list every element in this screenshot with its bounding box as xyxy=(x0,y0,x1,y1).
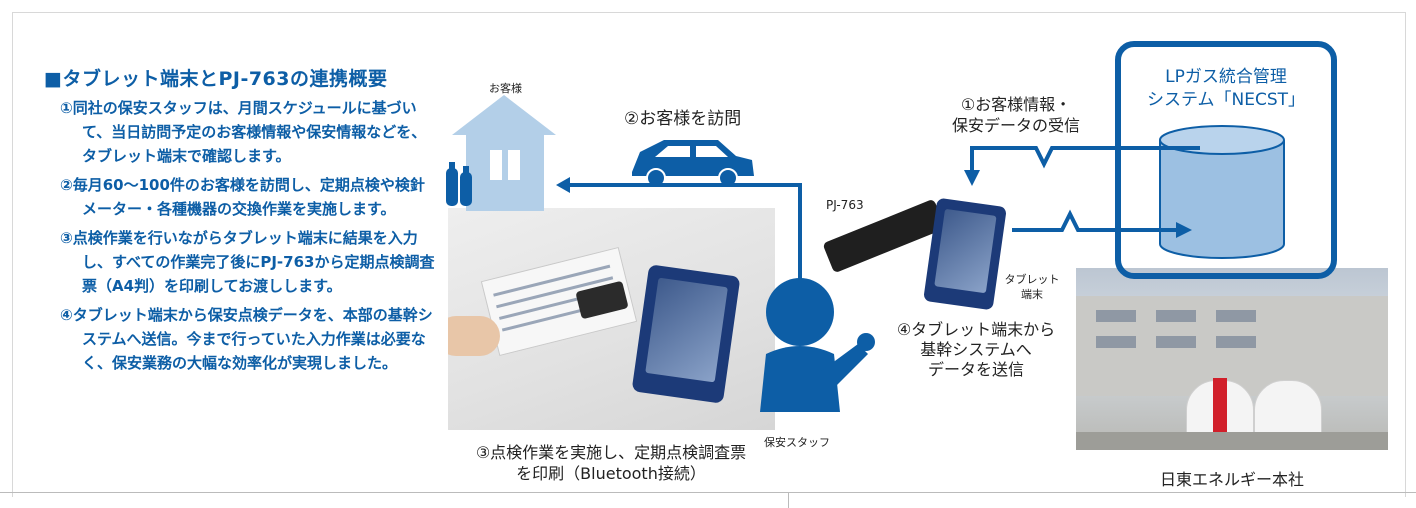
customer-label: お客様 xyxy=(489,82,522,95)
steps-list: ①同社の保安スタッフは、月間スケジュールに基づいて、当日訪問予定のお客様情報や保… xyxy=(60,96,436,380)
tablet-label: タブレット 端末 xyxy=(1000,272,1064,302)
receive-label: ①お客様情報・ 保安データの受信 xyxy=(936,94,1096,136)
tablet-label-line-1: タブレット xyxy=(1004,273,1060,286)
tank-stripe xyxy=(1213,378,1227,438)
headquarters-photo xyxy=(1076,268,1388,450)
printer-label: PJ-763 xyxy=(826,198,864,212)
send-label-line-1: ④タブレット端末から xyxy=(896,320,1056,339)
send-label-line-2: 基幹システムへ xyxy=(920,340,1032,359)
staff-label: 保安スタッフ xyxy=(764,436,830,449)
print-label-line-1: ③点検作業を実施し、定期点検調査票 xyxy=(475,443,747,462)
section-heading: ■タブレット端末とPJ-763の連携概要 xyxy=(44,64,388,91)
bottom-divider xyxy=(0,492,1416,493)
print-label: ③点検作業を実施し、定期点検調査票 を印刷（Bluetooth接続） xyxy=(451,442,771,484)
arrow-head xyxy=(964,170,980,186)
hq-label: 日東エネルギー本社 xyxy=(1159,470,1304,489)
tablet-label-line-2: 端末 xyxy=(1021,288,1043,301)
send-label-line-3: データを送信 xyxy=(927,360,1024,379)
print-label-line-2: を印刷（Bluetooth接続） xyxy=(516,464,706,483)
send-label: ④タブレット端末から 基幹システムへ データを送信 xyxy=(892,320,1060,380)
arrow-head xyxy=(1176,222,1192,238)
gas-cylinder-icon xyxy=(446,162,472,206)
receive-label-line-1: ①お客様情報・ xyxy=(960,95,1072,114)
heading-text: ■タブレット端末とPJ-763の連携概要 xyxy=(44,68,388,90)
printing-photo xyxy=(448,208,775,430)
arrow-head xyxy=(556,177,570,193)
car-icon xyxy=(632,140,754,188)
step-1: ①同社の保安スタッフは、月間スケジュールに基づいて、当日訪問予定のお客様情報や保… xyxy=(60,99,427,165)
house-icon xyxy=(452,95,556,211)
system-box xyxy=(1115,41,1337,279)
hand-image xyxy=(448,316,500,356)
panel-frame xyxy=(12,12,1406,497)
system-label-line-1: LPガス統合管理 xyxy=(1165,67,1287,87)
step-2: ②毎月60～100件のお客様を訪問し、定期点検や検針メーター・各種機器の交換作業… xyxy=(60,176,425,218)
step-4: ④タブレット端末から保安点検データを、本部の基幹システムへ送信。今まで行っていた… xyxy=(60,306,433,372)
bottom-divider-mark xyxy=(788,492,789,508)
receive-label-line-2: 保安データの受信 xyxy=(951,116,1080,135)
visit-label: ②お客様を訪問 xyxy=(624,109,742,129)
building-image xyxy=(1076,296,1388,396)
staff-icon xyxy=(760,278,875,412)
system-label-line-2: システム「NECST」 xyxy=(1147,90,1305,110)
step-3: ③点検作業を行いながらタブレット端末に結果を入力し、すべての作業完了後にPJ-7… xyxy=(60,229,435,295)
ground xyxy=(1076,432,1388,450)
system-label: LPガス統合管理 システム「NECST」 xyxy=(1121,66,1331,112)
database-icon xyxy=(1159,125,1285,259)
